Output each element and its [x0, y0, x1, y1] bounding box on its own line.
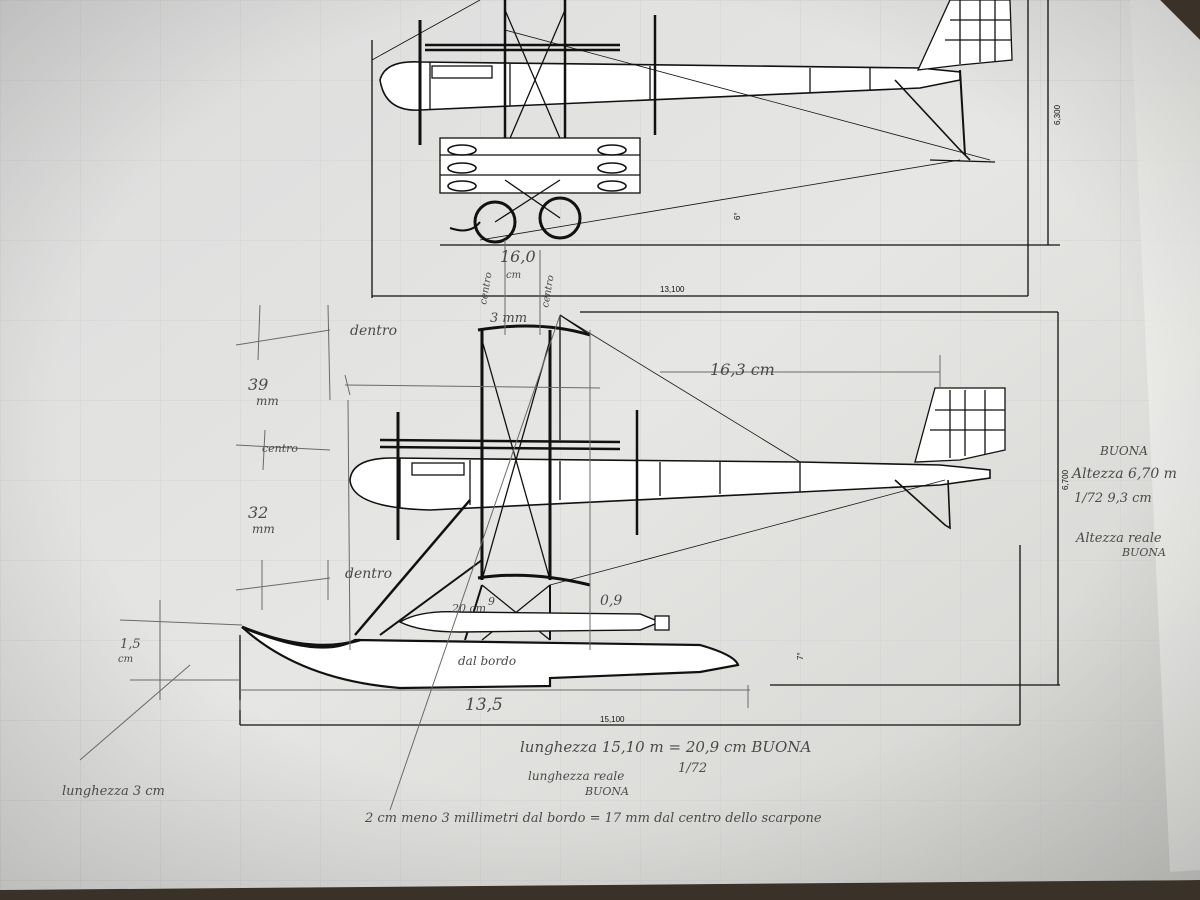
three-mm-note: 3 mm [490, 311, 527, 326]
bottom-note: 2 cm meno 3 millimetri dal bordo = 17 mm… [364, 811, 822, 826]
bordo-note: dal bordo [458, 654, 516, 668]
dentro-bottom-note: dentro [345, 566, 392, 582]
dentro-top-note: dentro [350, 323, 397, 339]
right-scale-note: 1/72 9,3 cm [1074, 491, 1152, 506]
top-aircraft-drawing [371, 0, 1060, 298]
scale-1-72-note: 1/72 [678, 761, 707, 776]
strut-b-note: 0,9 [600, 593, 622, 609]
thirty-two-unit: mm [252, 522, 275, 536]
top-height-label: 6,300 [1053, 104, 1062, 125]
tail-span-note: 16,3 cm [710, 360, 775, 379]
lunghezza-reale-note: lunghezza reale [528, 769, 624, 783]
thirty-nine-note: 39 [248, 375, 268, 394]
thirty-nine-unit: mm [256, 394, 279, 408]
pencil-construction-lines [79, 240, 941, 811]
bottom-aircraft-drawing [239, 311, 1060, 726]
top-length-label: 13,100 [660, 285, 685, 294]
right-reale-note: Altezza reale [1075, 531, 1162, 546]
buona-under-note: BUONA [584, 785, 629, 798]
lunghezza-note: lunghezza 15,10 m = 20,9 cm BUONA [520, 738, 811, 756]
right-buona-note: BUONA [1099, 444, 1148, 458]
float-length-note: 13,5 [465, 695, 503, 715]
top-span-note: 16,0 [500, 247, 536, 266]
centro-left-note: centro [262, 442, 298, 455]
strut-a-note: 9 [488, 595, 495, 608]
bottom-length-label: 15,100 [600, 715, 625, 724]
top-span-unit: cm [506, 270, 521, 281]
twenty-cm-note: 20 cm [451, 602, 486, 615]
thirty-two-note: 32 [248, 503, 268, 522]
top-angle-label: 6° [733, 212, 742, 220]
right-altezza-note: Altezza 6,70 m [1070, 466, 1177, 482]
float-height-unit: cm [118, 654, 133, 665]
float-angle-label: 7° [796, 652, 805, 660]
bottom-height-label: 6,700 [1061, 469, 1070, 490]
right-buona2-note: BUONA [1121, 546, 1166, 559]
lunghezza-3cm-note: lunghezza 3 cm [62, 784, 165, 799]
float-height-note: 1,5 [120, 637, 141, 652]
